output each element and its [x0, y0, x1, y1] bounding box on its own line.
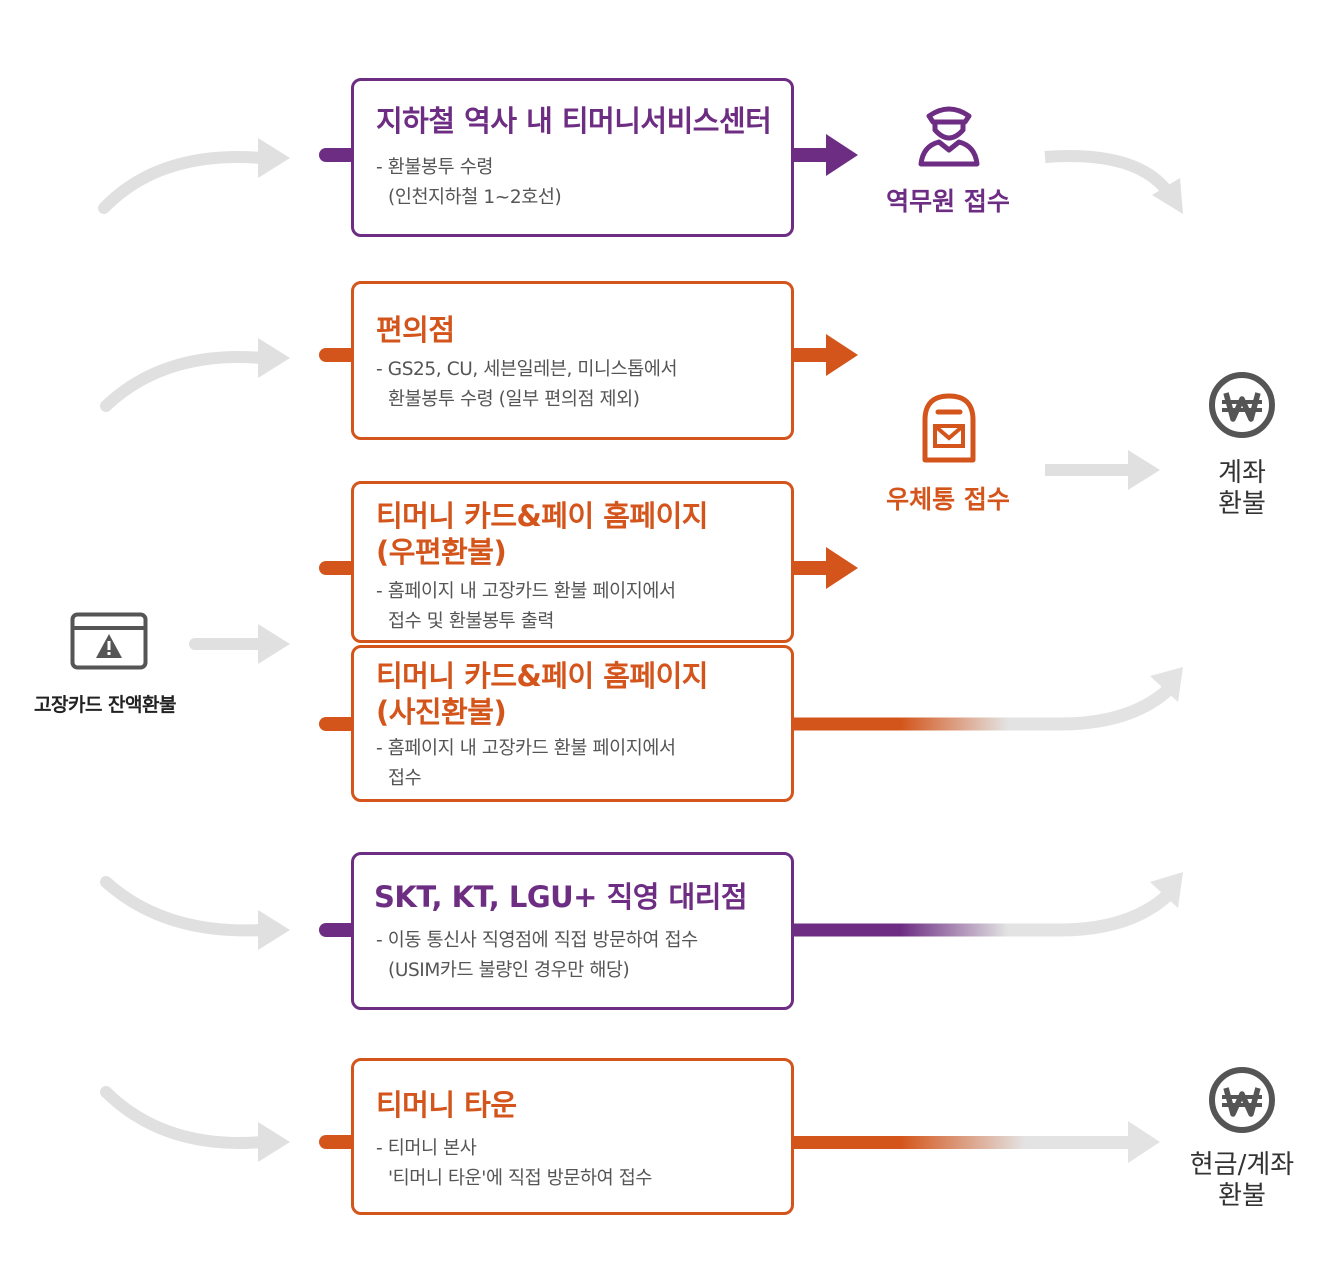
result-line: 환불 [1218, 1181, 1266, 1211]
box-title: 티머니 타운 [376, 1088, 517, 1122]
box-title: SKT, KT, LGU+ 직영 대리점 [374, 880, 748, 914]
desc-line: (USIM카드 불량인 경우만 해당) [388, 960, 630, 981]
result-line: 환불 [1218, 489, 1266, 519]
box-tmoney-town: 티머니 타운 - 티머니 본사 '티머니 타운'에 직접 방문하여 접수 [351, 1058, 794, 1215]
box-subway-service-center: 지하철 역사 내 티머니서비스센터 - 환불봉투 수령 (인천지하철 1~2호선… [351, 78, 794, 237]
box-title: 편의점 [376, 313, 455, 347]
box-telecom-store: SKT, KT, LGU+ 직영 대리점 - 이동 통신사 직영점에 직접 방문… [351, 852, 794, 1010]
desc-line: - 홈페이지 내 고장카드 환불 페이지에서 [376, 581, 676, 602]
box-desc: - 티머니 본사 '티머니 타운'에 직접 방문하여 접수 [376, 1134, 652, 1194]
desc-line: 환불봉투 수령 (일부 편의점 제외) [388, 389, 640, 410]
box-title: 티머니 카드&페이 홈페이지 [376, 499, 708, 533]
result-label-cash-account: 현금/계좌 환불 [1172, 1150, 1312, 1212]
won-coin-icon [1208, 1066, 1276, 1138]
mailbox-icon [920, 392, 978, 470]
desc-line: - 티머니 본사 [376, 1138, 477, 1159]
desc-line: - 환불봉투 수령 [376, 157, 493, 178]
left-gray-arrows [98, 151, 268, 1149]
box-title-sub: (사진환불) [376, 695, 507, 729]
desc-line: '티머니 타운'에 직접 방문하여 접수 [388, 1168, 652, 1189]
result-line: 현금/계좌 [1189, 1150, 1295, 1180]
start-label: 고장카드 잔액환불 [34, 694, 176, 716]
box-homepage-mail-refund: 티머니 카드&페이 홈페이지 (우편환불) - 홈페이지 내 고장카드 환불 페… [351, 481, 794, 643]
receive-label-mailbox: 우체통 접수 [886, 485, 1010, 514]
box-desc: - GS25, CU, 세븐일레븐, 미니스톱에서 환불봉투 수령 (일부 편의… [376, 355, 678, 415]
desc-line: 접수 [388, 768, 422, 789]
station-staff-icon [915, 100, 983, 172]
box-desc: - 환불봉투 수령 (인천지하철 1~2호선) [376, 153, 562, 213]
desc-line: - GS25, CU, 세븐일레븐, 미니스톱에서 [376, 359, 678, 380]
box-desc: - 홈페이지 내 고장카드 환불 페이지에서 접수 및 환불봉투 출력 [376, 577, 676, 637]
box-title: 지하철 역사 내 티머니서비스센터 [376, 104, 772, 138]
box-desc: - 이동 통신사 직영점에 직접 방문하여 접수 (USIM카드 불량인 경우만… [376, 926, 698, 986]
receive-label-staff: 역무원 접수 [886, 187, 1010, 216]
won-coin-icon [1208, 371, 1276, 443]
desc-line: 접수 및 환불봉투 출력 [388, 611, 555, 632]
desc-line: - 홈페이지 내 고장카드 환불 페이지에서 [376, 738, 676, 759]
box-title: 티머니 카드&페이 홈페이지 [376, 659, 708, 693]
result-label-account: 계좌 환불 [1182, 458, 1302, 520]
result-line: 계좌 [1218, 458, 1266, 488]
desc-line: - 이동 통신사 직영점에 직접 방문하여 접수 [376, 930, 698, 951]
broken-card-warning-icon [70, 612, 148, 674]
box-homepage-photo-refund: 티머니 카드&페이 홈페이지 (사진환불) - 홈페이지 내 고장카드 환불 페… [351, 645, 794, 802]
box-convenience-store: 편의점 - GS25, CU, 세븐일레븐, 미니스톱에서 환불봉투 수령 (일… [351, 281, 794, 440]
desc-line: (인천지하철 1~2호선) [388, 187, 562, 208]
box-desc: - 홈페이지 내 고장카드 환불 페이지에서 접수 [376, 734, 676, 794]
box-title-sub: (우편환불) [376, 535, 507, 569]
